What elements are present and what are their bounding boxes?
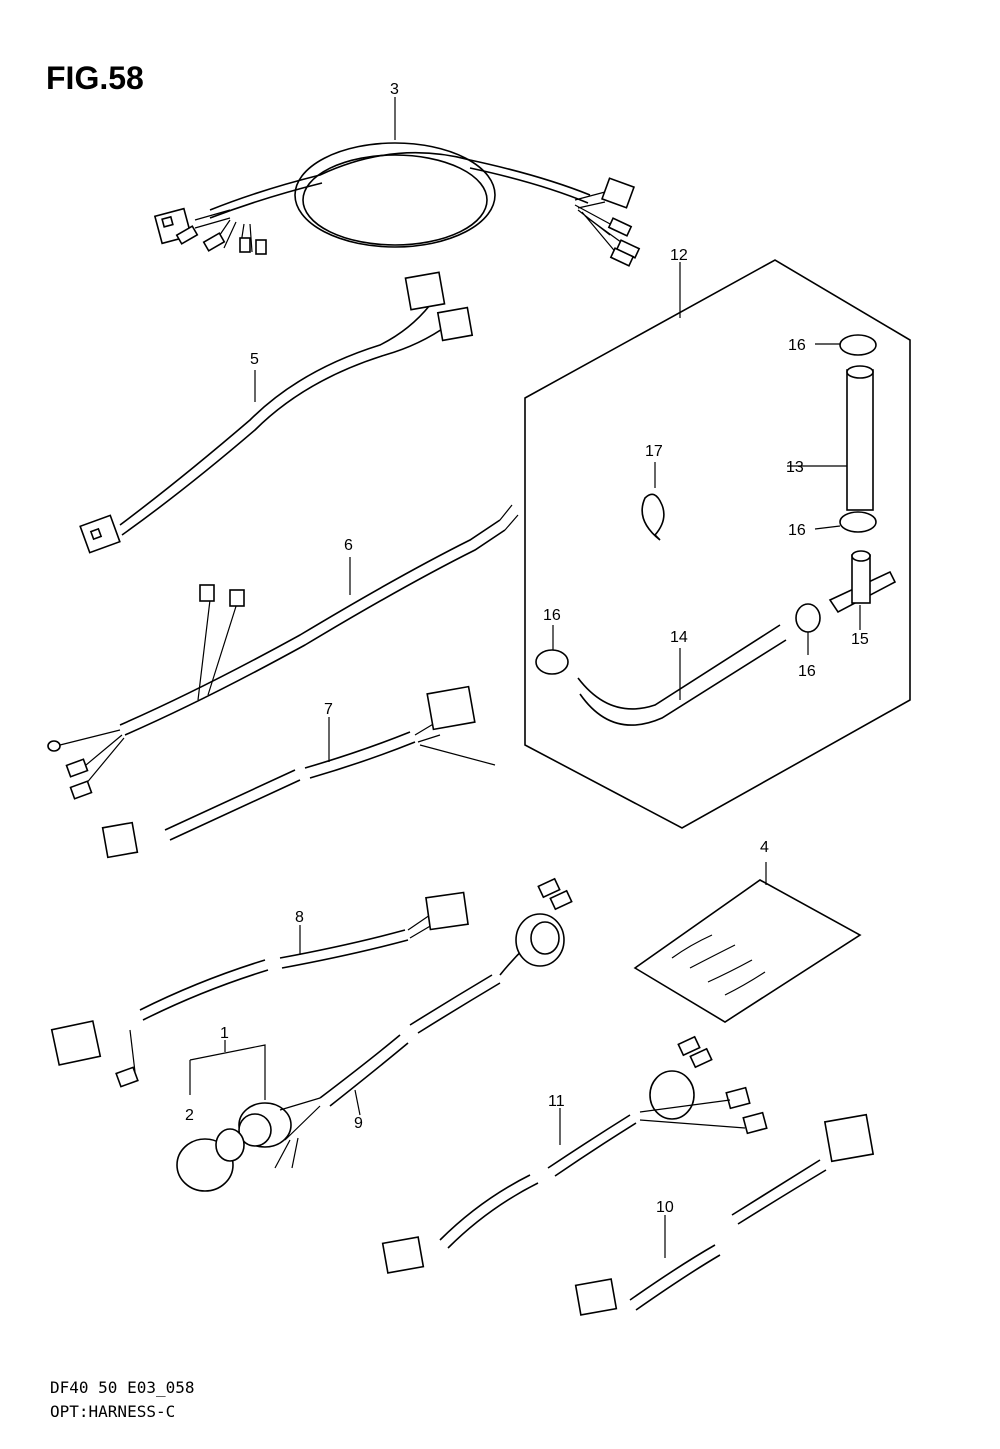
callout-2: 2 [185,1107,194,1124]
callout-10: 10 [656,1199,674,1216]
part-15-tee-fitting[interactable] [828,550,897,630]
callout-7: 7 [324,701,333,718]
callout-14: 14 [670,629,688,646]
part-13-hose[interactable] [787,365,874,511]
part-2-cap[interactable] [176,1128,245,1192]
footer-description: OPT:HARNESS-C [50,1402,176,1421]
part-10-harness[interactable] [574,1113,875,1316]
callout-12: 12 [670,247,688,264]
callout-13: 13 [786,459,804,476]
callout-5: 5 [250,351,259,368]
part-6-harness[interactable] [47,504,519,800]
part-5-harness[interactable] [79,271,474,554]
part-9-harness[interactable] [319,877,573,1116]
callout-15: 15 [851,631,869,648]
callout-9: 9 [354,1115,363,1132]
callout-4: 4 [760,839,769,856]
part-12-hose-kit[interactable] [524,259,911,829]
callout-11: 11 [548,1093,565,1110]
part-16-clamp[interactable] [535,334,877,675]
part-17-clip[interactable] [641,462,665,541]
part-11-harness[interactable] [381,1035,768,1274]
part-3-main-harness[interactable] [153,97,641,267]
callout-8: 8 [295,909,304,926]
callout-17: 17 [645,443,663,460]
callout-16-right: 16 [798,663,816,680]
callout-6: 6 [344,537,353,554]
part-8-harness[interactable] [50,891,469,1088]
leader-1-2 [189,1040,266,1100]
figure-title: FIG.58 [46,60,144,96]
callout-3: 3 [390,81,399,98]
part-14-hose[interactable] [577,624,787,726]
callout-16-left: 16 [543,607,561,624]
callout-1: 1 [220,1025,229,1042]
callout-16-mid: 16 [788,522,806,539]
footer-code: DF40 50 E03_058 [50,1378,195,1397]
callout-16-top: 16 [788,337,806,354]
part-4-bag[interactable] [633,862,862,1023]
part-1-socket[interactable] [238,1097,321,1169]
part-7-harness[interactable] [101,685,496,859]
